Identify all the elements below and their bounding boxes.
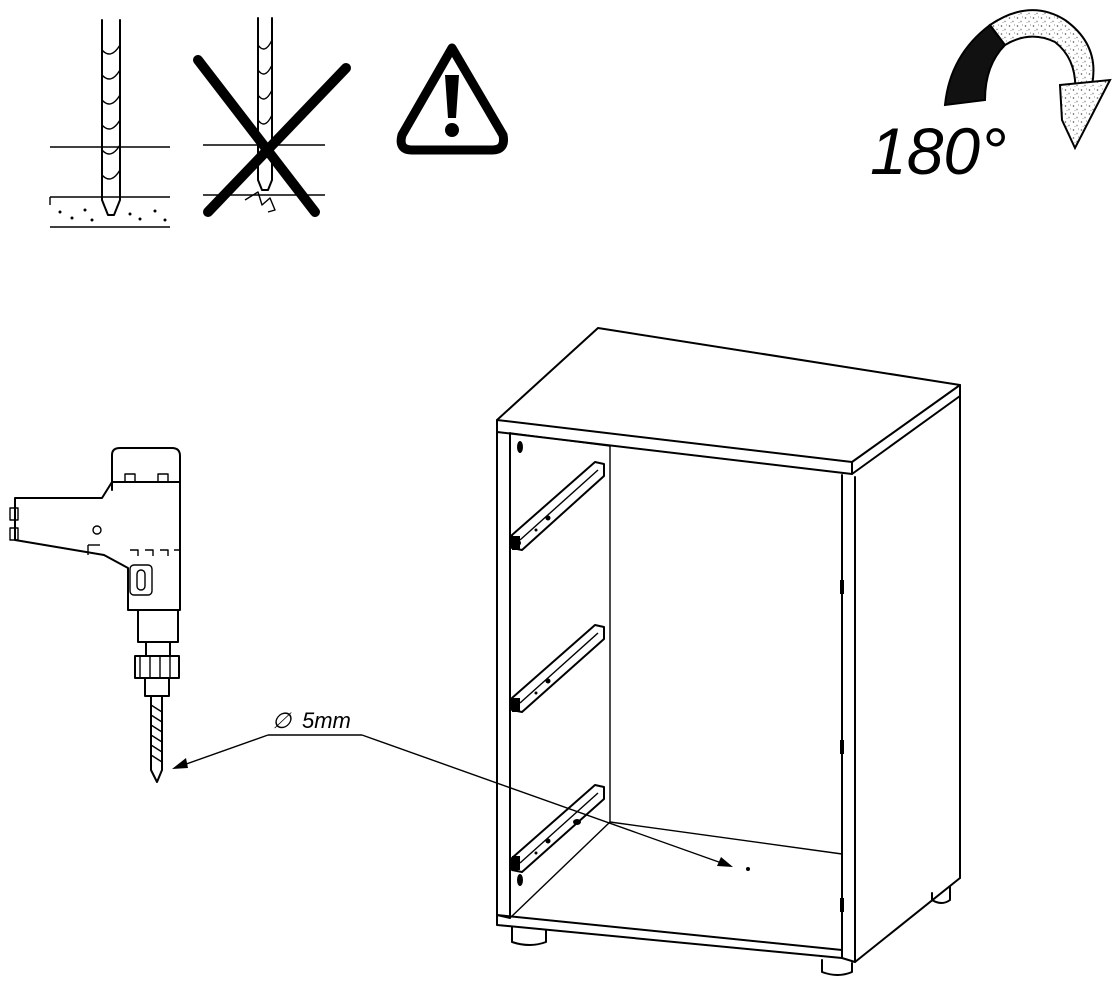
warning-triangle-icon [396, 43, 508, 155]
drill-diameter-callout: ∅ 5mm [172, 708, 750, 871]
drill-incorrect-icon [193, 17, 351, 217]
rotation-label: 180° [870, 114, 1007, 188]
diameter-label: 5mm [302, 708, 351, 733]
diameter-symbol: ∅ [272, 708, 292, 733]
drawer-runner [511, 784, 605, 873]
drill-correct-icon [49, 19, 170, 228]
power-drill-icon [9, 447, 181, 783]
cabinet-illustration [496, 327, 961, 976]
drawer-runner [511, 461, 605, 551]
rotate-arrow-icon: 180° [870, 9, 1112, 188]
drawer-runner [511, 624, 605, 713]
